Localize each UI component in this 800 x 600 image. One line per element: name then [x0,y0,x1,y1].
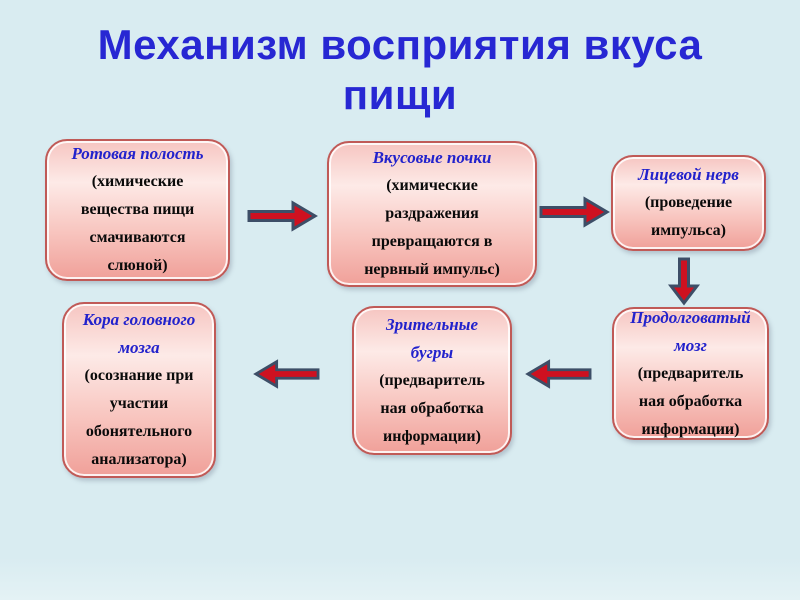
slide-title: Механизм восприятия вкуса пищи [0,20,800,119]
node-body-line: (предваритель [379,371,485,389]
node-body-line: (химические [386,177,478,194]
node-visual-thalamus: Зрительные бугры (предваритель ная обраб… [352,306,512,455]
node-body-line: анализатора) [91,451,187,468]
node-body-line: слюной) [107,257,168,274]
node-title: Зрительные [386,314,478,334]
node-body-line: (предваритель [637,364,744,382]
node-title: Лицевой нерв [638,165,739,184]
node-title: Продолговатый [630,307,751,327]
node-title: мозг [674,335,707,355]
node-title: Ротовая полость [71,144,204,163]
slide-title-line-2: пищи [342,70,458,118]
node-body-line: ная обработка [638,392,743,410]
arrow-left-icon [251,358,323,390]
slide-title-line-1: Механизм восприятия вкуса [97,21,703,68]
node-body-line: смачиваются [89,229,186,246]
node-taste-buds: Вкусовые почки (химические раздражения п… [327,141,537,287]
node-body-line: обонятельного [85,423,193,440]
node-body-line: (проведение [644,194,733,211]
node-facial-nerve: Лицевой нерв (проведение импульса) [611,155,766,251]
node-medulla-oblongata: Продолговатый мозг (предваритель ная обр… [612,307,769,440]
node-body-line: (химические [91,173,184,190]
node-body-line: ная обработка [380,399,484,417]
arrow-right-icon [246,199,318,233]
node-body-line: (осознание при [84,367,194,384]
node-title: бугры [410,342,454,362]
arrow-left-icon [522,358,596,390]
arrow-right-icon [538,195,610,229]
node-body-line: информации) [641,420,740,438]
node-body-line: нервный импульс) [364,261,500,278]
node-body-line: участии [109,395,169,412]
node-cerebral-cortex: Кора головного мозга (осознание при учас… [62,302,216,478]
node-mouth-cavity: Ротовая полость (химические вещества пищ… [45,139,230,281]
node-body-line: раздражения [385,205,479,222]
node-body-line: информации) [383,427,481,445]
node-title: Вкусовые почки [372,148,492,167]
node-title: Кора головного [82,310,196,329]
node-title: мозга [118,338,160,357]
node-body-line: импульса) [651,222,726,239]
node-body-line: превращаются в [371,233,493,250]
node-body-line: вещества пищи [80,201,195,218]
arrow-down-icon [667,256,701,306]
